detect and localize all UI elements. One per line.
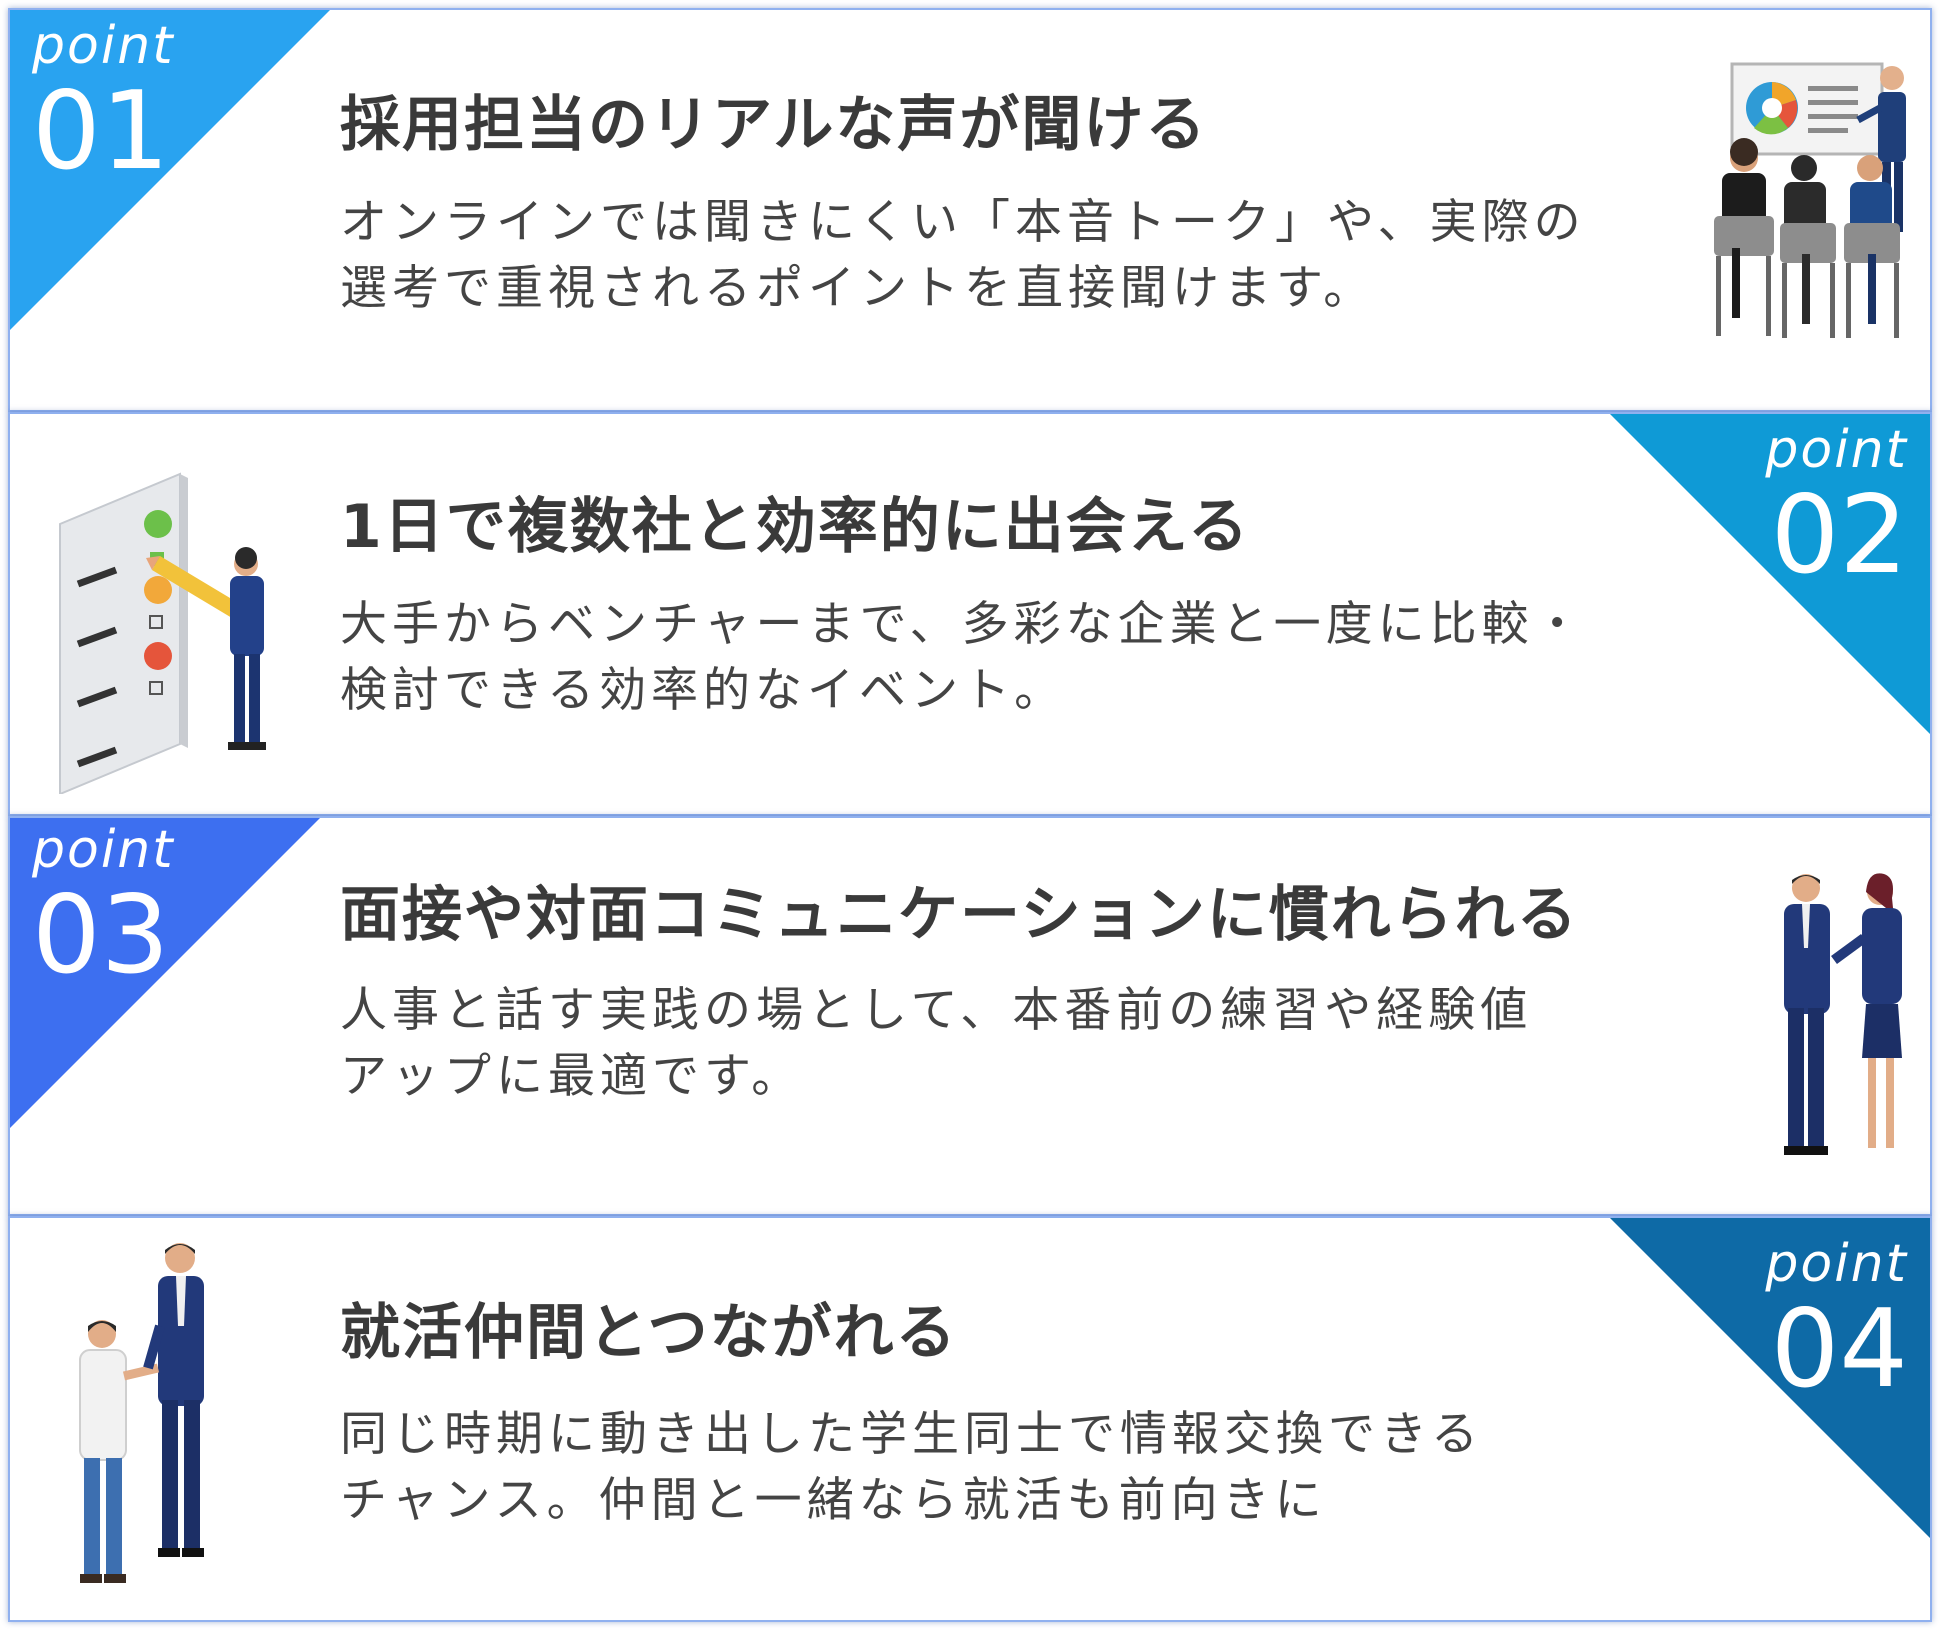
point-badge-03: point 03 [10,818,320,1128]
badge-triangle [1610,414,1930,734]
point-description: オンラインでは聞きにくい「本音トーク」や、実際の 選考で重視されるポイントを直接… [340,195,1586,316]
point-badge-04: point 04 [1610,1218,1930,1538]
point-title: 1日で複数社と効率的に出会える [340,492,1250,562]
point-card-01: point 01 採用担当のリアルな声が聞ける オンラインでは聞きにくい「本音ト… [8,8,1932,412]
point-card-04: point 04 就活仲間とつながれる 同じ時期に動き出した学生同士で情報交換で… [8,1216,1932,1622]
badge-triangle [10,10,330,330]
point-description: 大手からベンチャーまで、多彩な企業と一度に比較・ 検討できる効率的なイベント。 [340,597,1586,718]
badge-triangle [10,818,320,1128]
evaluation-board-icon [59,472,266,794]
point-number: 02 [1770,473,1908,598]
point-title: 採用担当のリアルな声が聞ける [340,90,1208,160]
point-description: 人事と話す実践の場として、本番前の練習や経験値 アップに最適です。 [340,983,1533,1104]
point-card-03: point 03 面接や対面コミュニケーションに慣れられる 人事と話す実践の場と… [8,816,1932,1216]
point-label: point [1765,1234,1908,1294]
point-description: 同じ時期に動き出した学生同士で情報交換できる チャンス。仲間と一緒なら就活も前向… [340,1407,1484,1528]
presentation-meeting-icon [1714,62,1906,338]
point-number: 03 [32,873,170,998]
business-conversation-icon [1784,873,1902,1155]
point-label: point [32,16,175,76]
point-card-02: point 02 1日で複数社と効率的に出会える 大手からベンチャーまで、多彩な… [8,412,1932,816]
point-number: 01 [32,69,170,194]
point-badge-02: point 02 [1610,414,1930,734]
point-label: point [32,820,175,880]
handshake-icon [79,1243,204,1583]
badge-triangle [1610,1218,1930,1538]
point-label: point [1765,420,1908,480]
point-badge-01: point 01 [10,10,330,330]
point-title: 面接や対面コミュニケーションに慣れられる [340,880,1579,950]
point-title: 就活仲間とつながれる [340,1298,958,1368]
point-number: 04 [1770,1287,1908,1412]
